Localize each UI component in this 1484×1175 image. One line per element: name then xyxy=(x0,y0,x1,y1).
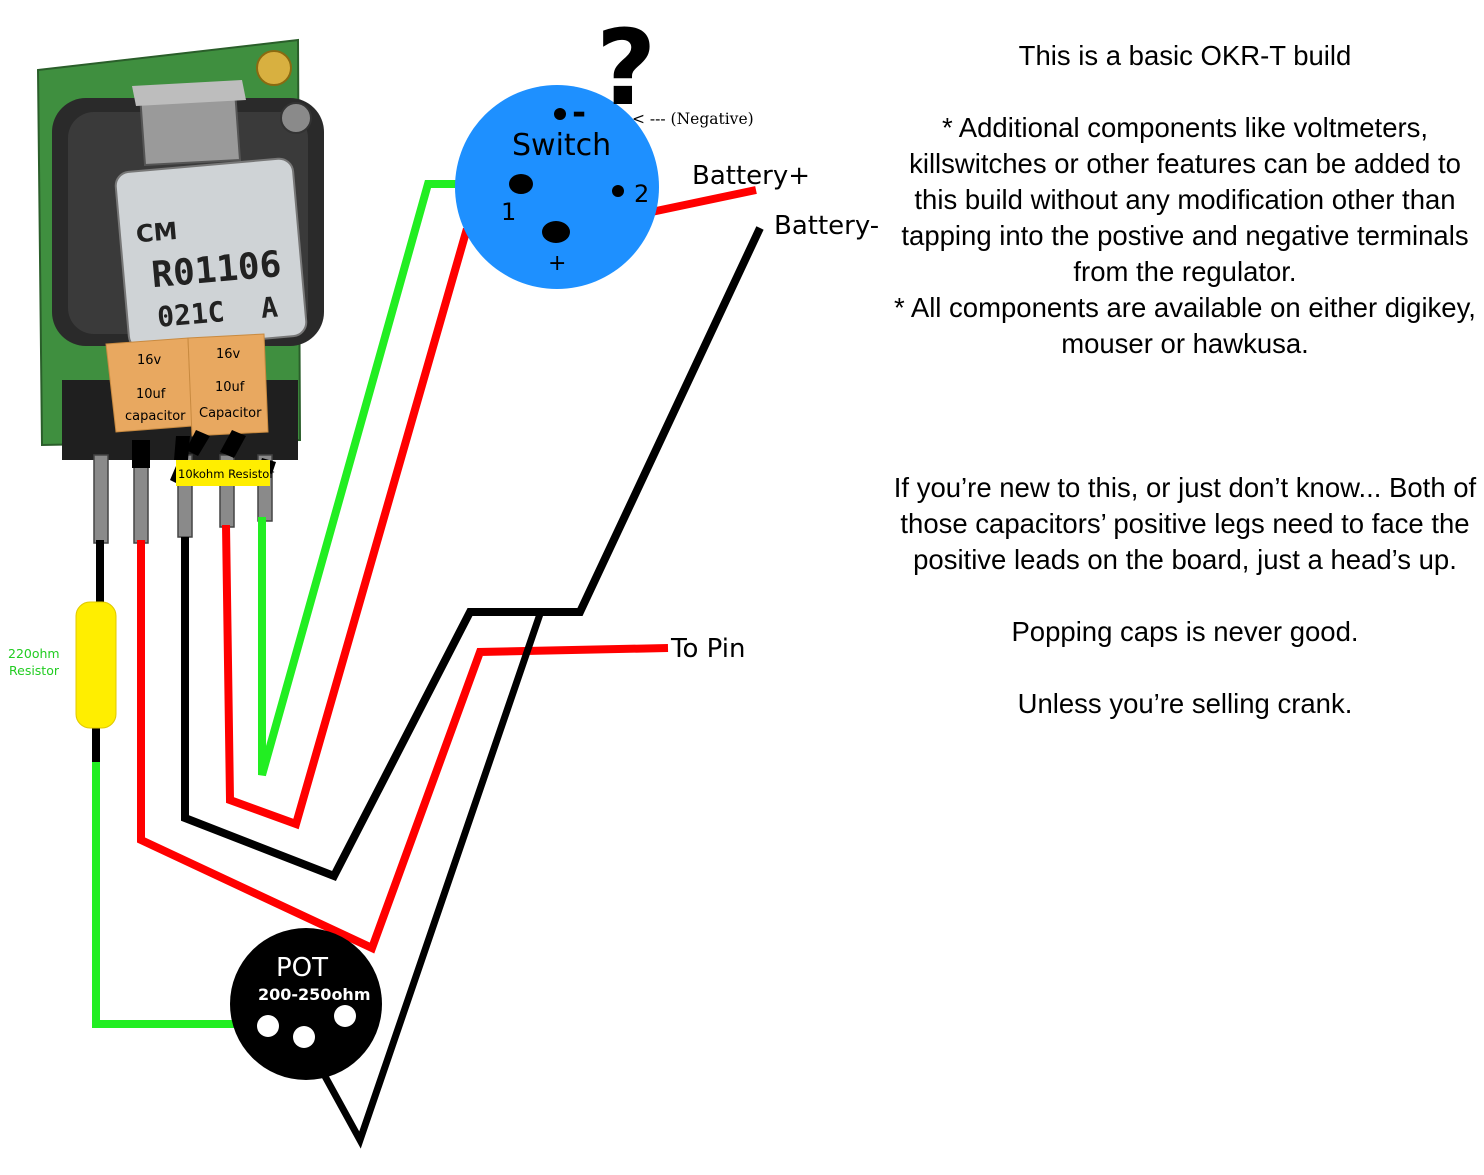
resistor-220: 220ohm Resistor xyxy=(8,601,117,729)
switch-terminal-2-label: 2 xyxy=(634,180,649,208)
pot-terminal-right xyxy=(334,1005,356,1027)
switch: Switch 1 2 + - ? < --- (Negative) xyxy=(455,7,754,289)
screw-icon xyxy=(280,102,312,134)
regulator-lot-code: 021C xyxy=(156,295,226,334)
notes-paragraph-3: Unless you’re selling crank. xyxy=(1017,688,1353,719)
capacitor-2-voltage: 16v xyxy=(216,347,241,362)
switch-body xyxy=(455,85,659,289)
pcb-gold-pad xyxy=(256,50,292,86)
resistor-10k-label: 10kohm Resistor xyxy=(178,467,274,481)
switch-terminal-1-dot xyxy=(509,174,533,194)
pot-title: POT xyxy=(276,953,328,983)
notes-paragraph-1: If you’re new to this, or just don’t kno… xyxy=(893,472,1477,575)
switch-plus-label: + xyxy=(548,251,566,276)
regulator-grade: A xyxy=(259,290,279,324)
resistor-220-line2: Resistor xyxy=(9,663,60,678)
capacitor-1: 16v 10uf capacitor xyxy=(105,337,193,433)
to-pin-label: To Pin xyxy=(670,634,745,664)
black-wire-battery xyxy=(181,226,764,882)
switch-negative-terminal xyxy=(554,108,566,120)
switch-center-terminal xyxy=(542,221,570,243)
switch-title: Switch xyxy=(512,128,611,163)
notes-paragraph-2: Popping caps is never good. xyxy=(1011,616,1359,647)
battery-minus-label: Battery- xyxy=(774,211,879,241)
switch-terminal-2-dot xyxy=(612,185,624,197)
green-wire-pot xyxy=(92,762,268,1028)
regulator-module: CM R01106 021C A xyxy=(36,38,324,544)
resistor-220-line1: 220ohm xyxy=(8,646,60,661)
build-notes: This is a basic OKR-T build * Additional… xyxy=(890,38,1480,722)
regulator-logo: CM xyxy=(135,217,179,249)
capacitor-2-capacitance: 10uf xyxy=(215,380,245,395)
notes-heading: This is a basic OKR-T build xyxy=(1018,40,1352,71)
capacitor-1-voltage: 16v xyxy=(137,353,162,368)
capacitor-1-capacitance: 10uf xyxy=(136,387,166,402)
pot-terminal-left xyxy=(257,1015,279,1037)
notes-note-2: * All components are available on either… xyxy=(894,292,1476,359)
resistor-10k: 10kohm Resistor xyxy=(176,460,274,486)
pot-terminal-middle xyxy=(293,1026,315,1048)
notes-note-1: * Additional components like voltmeters,… xyxy=(901,112,1469,287)
capacitor-2-label: Capacitor xyxy=(199,406,262,421)
capacitor-2: 16v 10uf Capacitor xyxy=(187,333,269,437)
question-mark: ? xyxy=(596,7,656,129)
switch-terminal-1-label: 1 xyxy=(501,198,516,226)
switch-minus-label: - xyxy=(572,93,586,133)
capacitor-1-label: capacitor xyxy=(125,409,186,424)
pot-rating: 200-250ohm xyxy=(258,985,371,1004)
battery-plus-label: Battery+ xyxy=(692,161,810,191)
potentiometer: POT 200-250ohm xyxy=(230,928,382,1080)
pot-body xyxy=(230,928,382,1080)
switch-negative-note: < --- (Negative) xyxy=(632,110,754,128)
red-wire-to-pin xyxy=(137,540,669,954)
